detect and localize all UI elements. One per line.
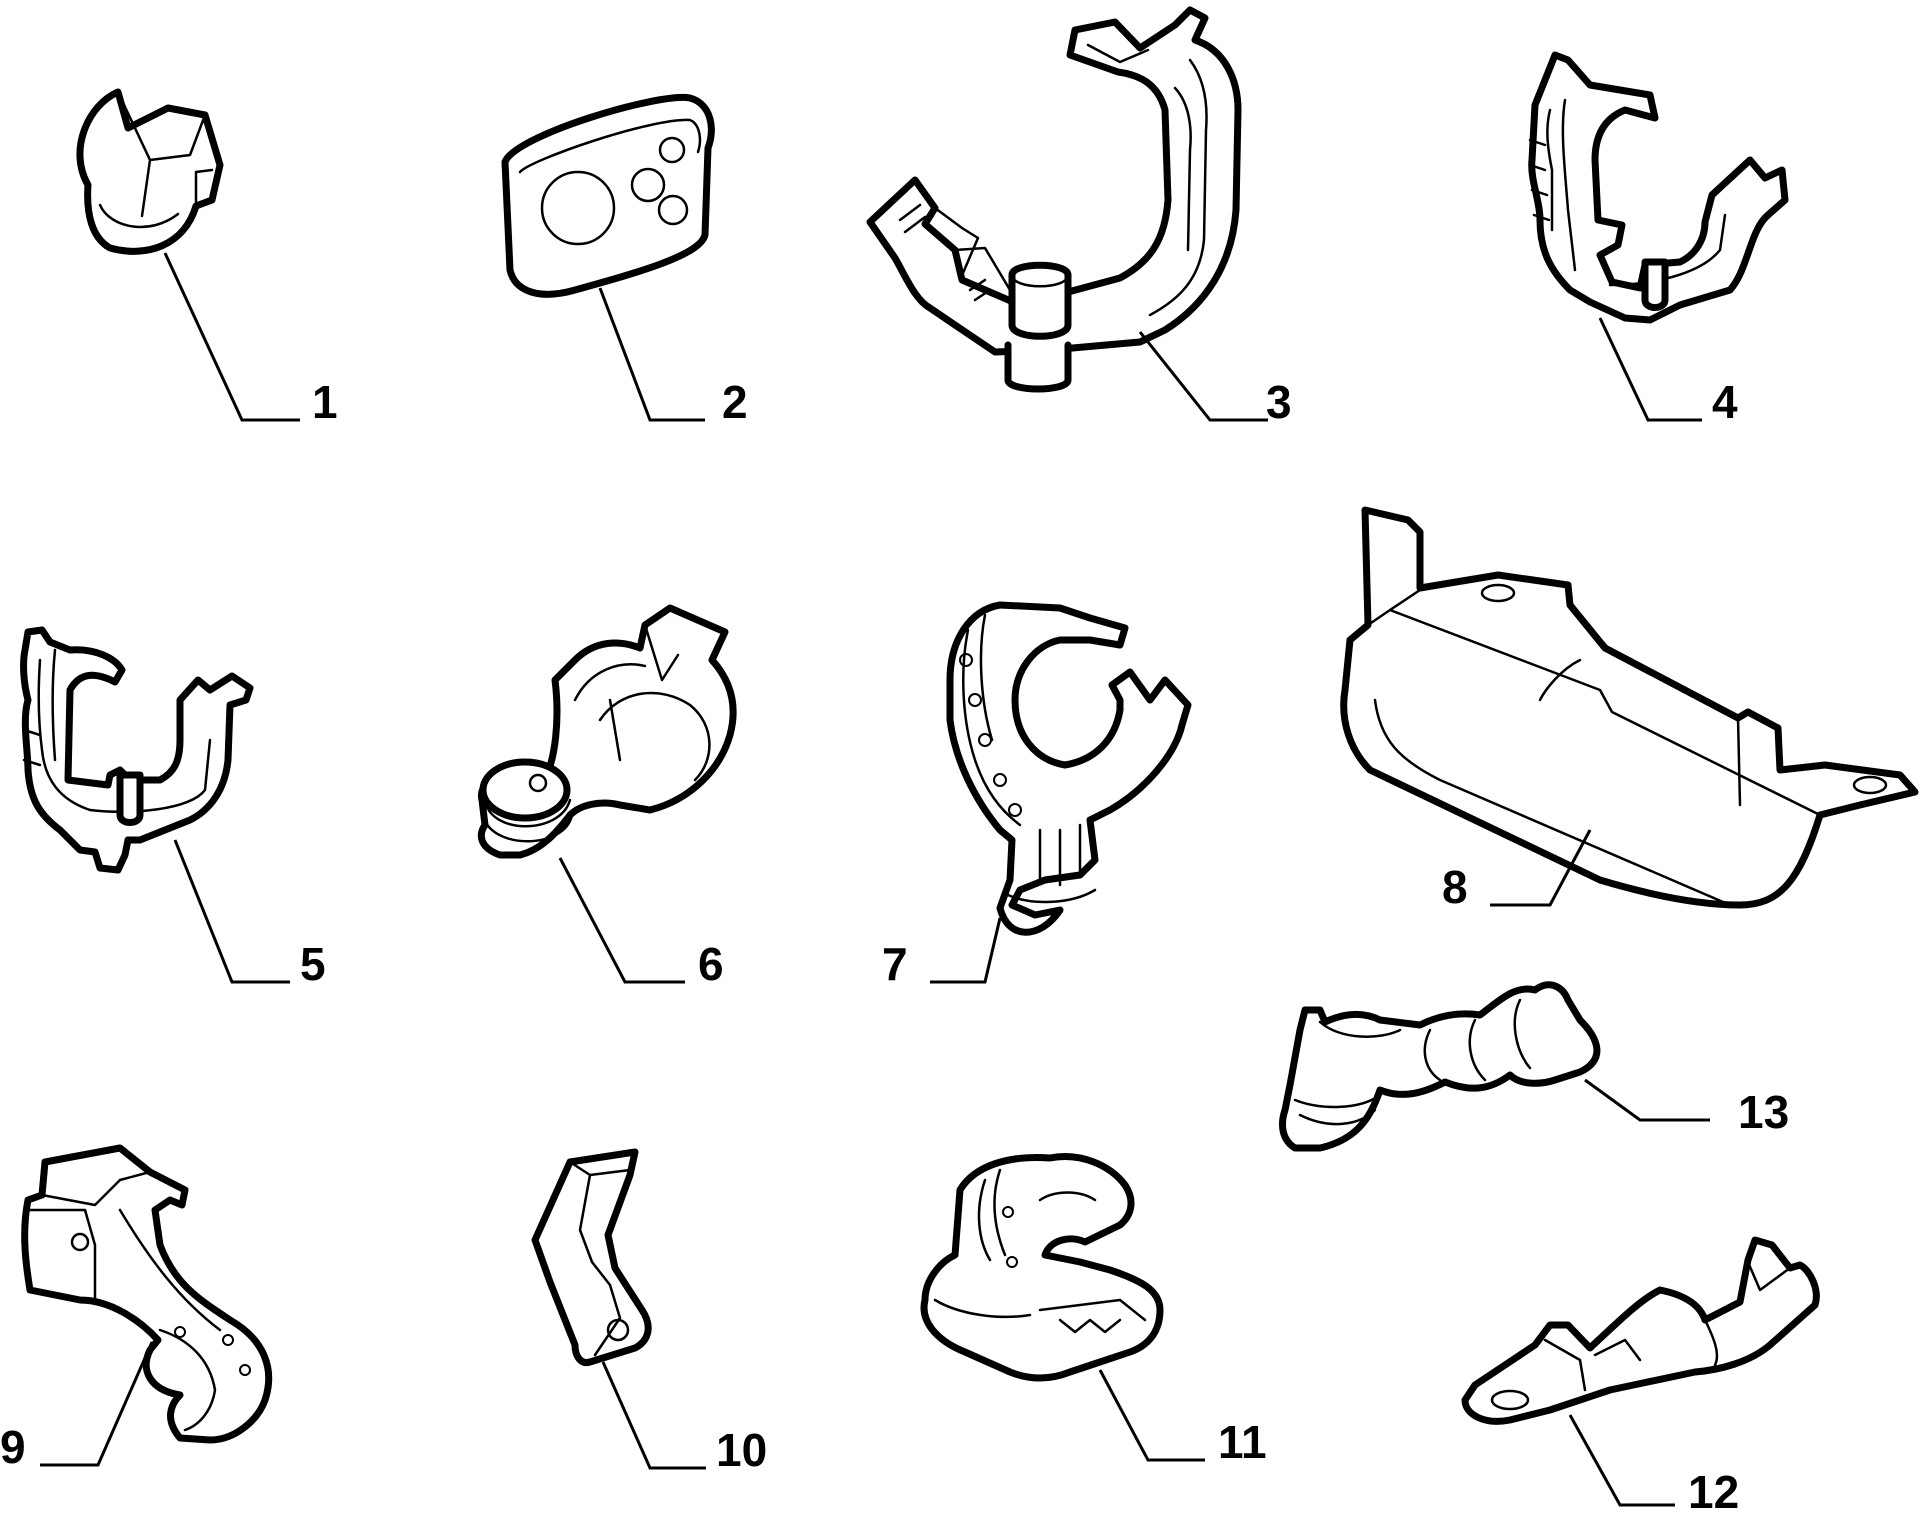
part-13-label: 13 xyxy=(1738,1086,1789,1138)
part-4-cable-clamp-icon: 4 xyxy=(1528,51,1789,428)
part-8-label: 8 xyxy=(1442,861,1468,913)
part-10-label: 10 xyxy=(716,1424,767,1476)
part-9-bracket-clip-icon: 9 xyxy=(0,1144,273,1473)
part-5-label: 5 xyxy=(300,938,326,990)
part-6-clip-with-grommet-icon: 6 xyxy=(477,604,737,990)
part-12-strap-bracket-icon: 12 xyxy=(1461,1236,1820,1514)
part-11-label: 11 xyxy=(1218,1416,1267,1468)
part-1-label: 1 xyxy=(312,376,338,428)
part-2-grommet-icon: 2 xyxy=(501,93,748,428)
part-9-label: 9 xyxy=(0,1421,26,1473)
part-3-bracket-clamp-icon: 3 xyxy=(866,6,1292,428)
part-11-cable-clip-icon: 11 xyxy=(920,1153,1267,1468)
part-10-bent-bracket-icon: 10 xyxy=(531,1148,767,1476)
part-3-label: 3 xyxy=(1266,376,1292,428)
part-6-label: 6 xyxy=(698,938,724,990)
part-8-cable-tray-icon: 8 xyxy=(1340,506,1919,913)
part-4-label: 4 xyxy=(1712,376,1738,428)
part-1-cable-clip-icon: 1 xyxy=(76,88,338,428)
part-7-push-clip-clamp-icon: 7 xyxy=(882,601,1192,990)
part-13-clip-with-boot-icon: 13 xyxy=(1279,981,1789,1152)
part-7-label: 7 xyxy=(882,938,908,990)
part-2-label: 2 xyxy=(722,376,748,428)
part-5-cable-clamp-icon: 5 xyxy=(20,626,326,990)
part-12-label: 12 xyxy=(1688,1466,1739,1514)
